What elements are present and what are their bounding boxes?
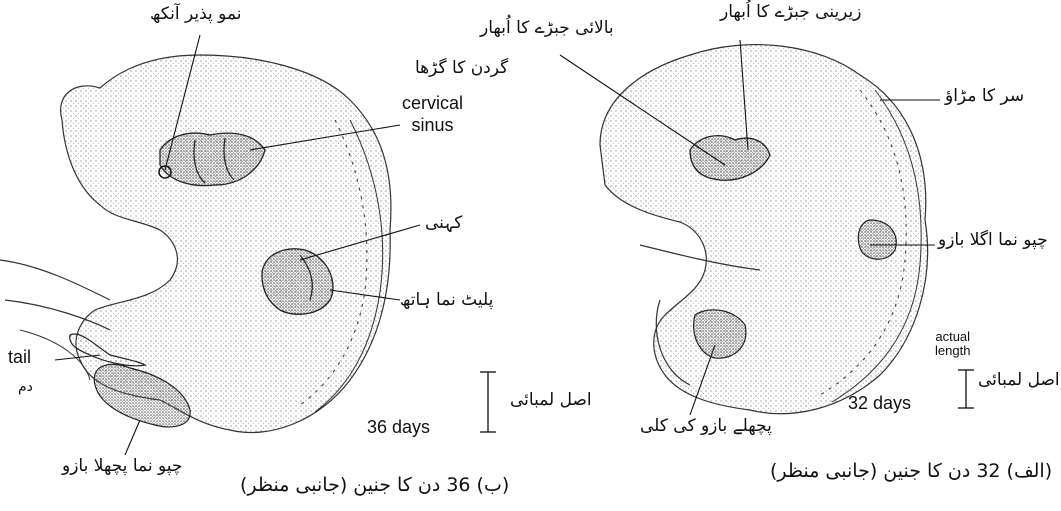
scale-bar-32 (958, 370, 974, 408)
label-tail-ur: دم (18, 380, 33, 394)
label-head-fold: سر کا مڑاؤ (945, 88, 1024, 105)
label-upper-jaw: بالائی جبڑے کا اُبھار (480, 20, 614, 37)
label-hindlimb-paddle: چپو نما پچھلا بازو (62, 458, 182, 475)
caption-32-days: (الف) 32 دن کا جنین (جانبی منظر) (770, 462, 1052, 481)
scale-bar-36 (480, 372, 496, 432)
embryo-36-days (0, 55, 391, 433)
label-tail-en: tail (8, 348, 31, 366)
label-days-36: 36 days (367, 418, 430, 436)
label-actual-length-32: اصل لمبائی (978, 372, 1060, 389)
label-cervical-sinus: cervical sinus (402, 92, 463, 136)
label-lower-jaw: زیرینی جبڑے کا اُبھار (720, 4, 862, 21)
label-hindlimb-bud: پچھلے بازو کی کلی (640, 418, 772, 435)
label-elbow: کہنی (425, 215, 462, 232)
label-hand-plate: پلیٹ نما ہاتھ (400, 292, 493, 309)
embryo-32-days (600, 45, 928, 414)
label-actual-length-36: اصل لمبائی (510, 392, 592, 409)
label-forelimb-paddle: چپو نما اگلا بازو (938, 232, 1048, 249)
label-optic-cup: نمو پذیر آنکھ (150, 6, 242, 23)
label-neck-pit: گردن کا گڑھا (415, 60, 508, 77)
label-actual-length-en: actual length (935, 330, 970, 358)
caption-36-days: (ب) 36 دن کا جنین (جانبی منظر) (240, 476, 509, 495)
label-days-32: 32 days (848, 394, 911, 412)
